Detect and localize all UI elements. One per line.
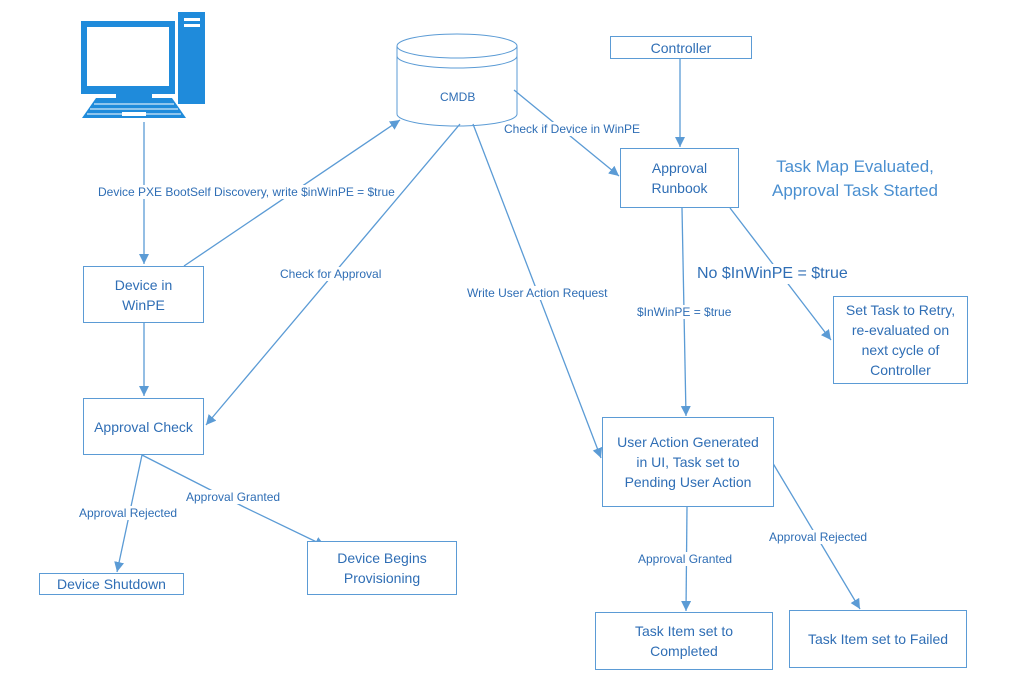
label-device-pxe-boots: Device PXE Boots	[98, 185, 197, 199]
cmdb-label: CMDB	[440, 90, 476, 104]
approval-runbook-node: Approval Runbook	[620, 148, 739, 208]
approval-check-node: Approval Check	[83, 398, 204, 455]
label-approval-granted-left: Approval Granted	[186, 490, 281, 504]
task-failed-node: Task Item set to Failed	[789, 610, 967, 668]
label-check-for-approval: Check for Approval	[280, 267, 382, 281]
label-inwinpe-true: $InWinPE = $true	[637, 305, 732, 319]
set-task-retry-node: Set Task to Retry, re-evaluated on next …	[833, 296, 968, 384]
edge-approval-granted-left	[141, 454, 326, 547]
label-approval-granted-right: Approval Granted	[638, 552, 733, 566]
label-approval-rejected-left: Approval Rejected	[79, 506, 178, 520]
label-check-device-in-winpe: Check if Device in WinPE	[504, 122, 641, 136]
device-begins-provisioning-node: Device Begins Provisioning	[307, 541, 457, 595]
label-no-inwinpe: No $InWinPE = $true	[697, 264, 848, 284]
user-action-generated-node: User Action Generated in UI, Task set to…	[602, 417, 774, 507]
label-approval-rejected-right: Approval Rejected	[769, 530, 868, 544]
device-shutdown-node: Device Shutdown	[39, 573, 184, 595]
computer-icon	[81, 12, 205, 118]
annotation-task-map: Task Map Evaluated, Approval Task Starte…	[772, 157, 938, 200]
database-icon	[396, 33, 518, 127]
label-self-discovery: Self Discovery, write $inWinPE = $true	[190, 185, 395, 199]
task-completed-node: Task Item set to Completed	[595, 612, 773, 670]
device-in-winpe-node: Device in WinPE	[83, 266, 204, 323]
label-write-user-action: Write User Action Request	[467, 286, 608, 300]
controller-node: Controller	[610, 36, 752, 59]
